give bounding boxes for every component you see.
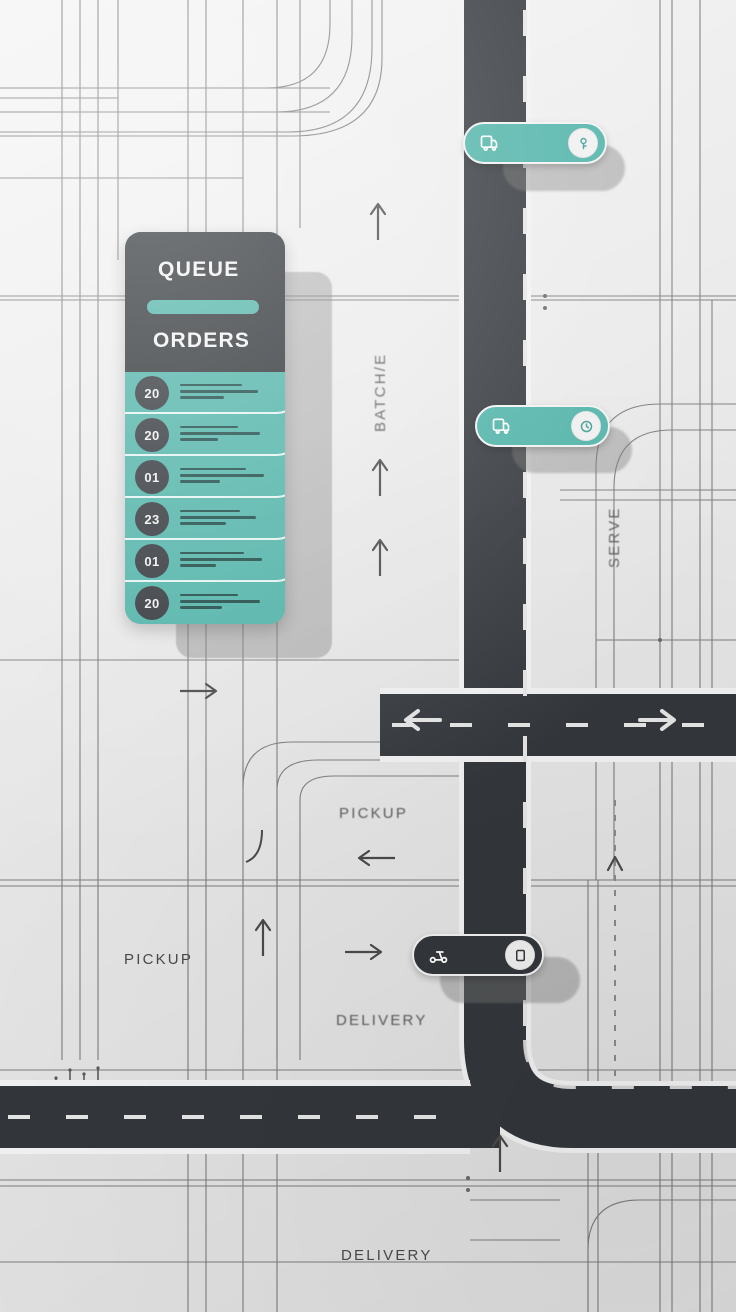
queue-order-number: 23 <box>135 502 169 536</box>
queue-order-row[interactable]: 01 <box>125 456 285 498</box>
vehicle-icon <box>476 130 502 156</box>
queue-order-number: 20 <box>135 376 169 410</box>
queue-panel[interactable]: QUEUE ORDERS 20 20 01 23 01 20 <box>125 232 285 624</box>
map-label-batch: BATCH/E <box>372 352 389 432</box>
vehicle-marker-bottom[interactable] <box>412 934 544 976</box>
queue-order-row[interactable]: 20 <box>125 582 285 624</box>
queue-order-number: 20 <box>135 418 169 452</box>
map-label-delivery-mid: DELIVERY <box>336 1012 428 1029</box>
queue-order-row[interactable]: 01 <box>125 540 285 582</box>
queue-order-number: 20 <box>135 586 169 620</box>
package-icon <box>505 940 535 970</box>
clock-icon <box>571 411 601 441</box>
queue-subtitle: ORDERS <box>153 329 251 352</box>
map-label-delivery-bottom: DELIVERY <box>341 1247 433 1264</box>
vehicle-marker-middle[interactable] <box>475 405 610 447</box>
vehicle-marker-top[interactable] <box>463 122 607 164</box>
queue-order-detail-lines <box>180 425 285 444</box>
dotted-route-guide <box>606 800 624 1080</box>
queue-order-number: 01 <box>135 460 169 494</box>
queue-order-row[interactable]: 20 <box>125 372 285 414</box>
queue-order-row[interactable]: 23 <box>125 498 285 540</box>
queue-order-detail-lines <box>180 593 285 612</box>
key-icon <box>568 128 598 158</box>
scooter-icon <box>425 942 451 968</box>
map-label-pickup-center: PICKUP <box>339 805 409 822</box>
queue-divider <box>147 300 259 314</box>
queue-order-detail-lines <box>180 551 285 570</box>
queue-panel-header: QUEUE ORDERS <box>125 232 285 372</box>
queue-order-detail-lines <box>180 467 285 486</box>
vehicle-icon <box>488 413 514 439</box>
queue-title: QUEUE <box>158 258 240 281</box>
queue-order-row[interactable]: 20 <box>125 414 285 456</box>
queue-order-number: 01 <box>135 544 169 578</box>
roads <box>0 0 736 1148</box>
queue-order-list[interactable]: 20 20 01 23 01 20 <box>125 372 285 624</box>
map-label-serve: SERVE <box>606 506 623 568</box>
queue-order-detail-lines <box>180 383 285 402</box>
queue-order-detail-lines <box>180 509 285 528</box>
flow-arrows <box>178 202 509 1174</box>
map-label-pickup-left: PICKUP <box>124 951 194 968</box>
